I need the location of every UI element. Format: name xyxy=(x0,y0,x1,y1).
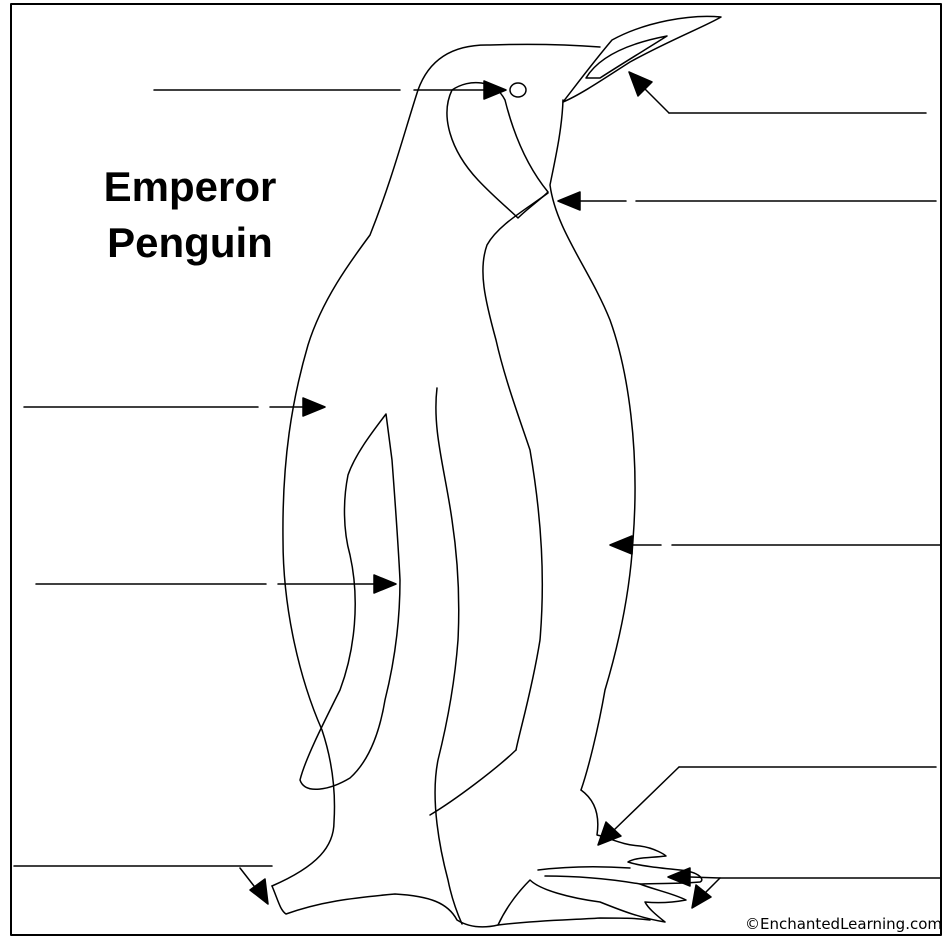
ear-patch xyxy=(447,83,548,218)
lower-belly-line xyxy=(430,750,516,815)
diagram-title-line1: Emperor xyxy=(103,163,277,210)
penguin-base xyxy=(272,886,650,927)
penguin-foot xyxy=(498,790,702,925)
penguin-back-outline xyxy=(272,44,600,886)
penguin-eye xyxy=(510,83,526,97)
label-leader-eye xyxy=(154,80,507,100)
diagram-frame xyxy=(10,3,942,936)
foot-toe-line xyxy=(538,867,630,870)
penguin-front-outline xyxy=(550,100,635,790)
penguin-flipper xyxy=(300,414,400,789)
diagram-title-line2: Penguin xyxy=(107,219,273,266)
label-leader-beak xyxy=(628,71,926,113)
copyright-credit: ©EnchantedLearning.com xyxy=(745,915,942,933)
label-leader-neck xyxy=(557,191,936,211)
label-leader-back xyxy=(24,397,326,417)
label-leader-belly xyxy=(609,535,942,555)
beak-stripe xyxy=(586,36,667,78)
chest-line xyxy=(483,193,548,750)
label-leader-tail xyxy=(14,866,272,905)
foot-toe-line xyxy=(545,876,640,884)
label-leader-leg xyxy=(597,767,936,846)
label-leader-claws xyxy=(667,867,942,909)
penguin-beak xyxy=(563,16,721,102)
label-leader-flipper xyxy=(36,574,397,594)
inner-body-line xyxy=(435,388,462,924)
